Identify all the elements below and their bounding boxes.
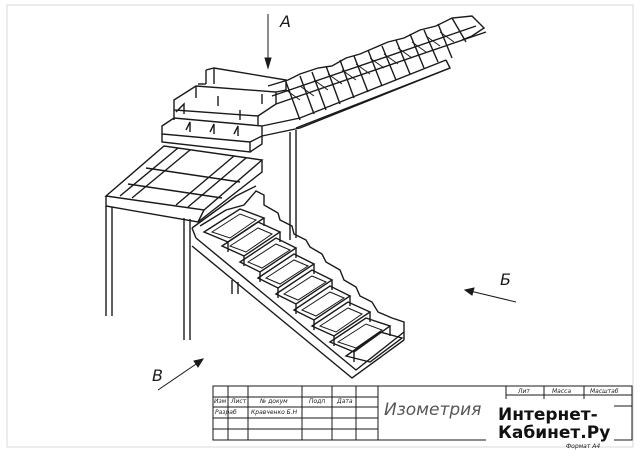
lower-flight <box>191 185 405 379</box>
tb-format-label: Формат А4 <box>566 443 601 450</box>
tb-header-data: Дата <box>337 398 353 405</box>
tb-drawing-title: Изометрия <box>384 400 482 420</box>
watermark-line-2: Кабинет.Ру <box>498 423 611 443</box>
tb-name: Кравченко Б.Н <box>251 409 298 416</box>
upper-flight <box>261 15 487 137</box>
landing <box>104 130 297 340</box>
lower-tread-frames <box>210 213 384 349</box>
view-arrow-b <box>463 287 517 303</box>
tb-header-doc: № докум <box>260 398 288 405</box>
view-label-a: А <box>280 12 291 31</box>
tb-header-list: Лист <box>231 398 247 405</box>
view-arrow-v <box>157 358 205 391</box>
watermark-line-1: Интернет- <box>498 405 598 425</box>
lower-treads <box>202 208 404 363</box>
tb-lit-header: Лит <box>518 388 530 395</box>
upper-box <box>161 67 287 153</box>
upper-treads <box>285 17 467 121</box>
upper-bracing <box>285 31 455 101</box>
lower-risers <box>227 218 391 362</box>
view-arrow-a <box>264 14 272 70</box>
sheet-frame <box>6 4 634 448</box>
view-label-v: В <box>152 366 163 385</box>
tb-role: Разраб <box>215 409 237 416</box>
view-label-b: Б <box>500 270 511 289</box>
tb-header-izm: Изм <box>214 398 227 405</box>
tb-mass-header: Масса <box>552 388 572 395</box>
tb-scale-header: Масштаб <box>590 388 619 395</box>
watermark-backdrop <box>486 399 614 443</box>
tb-header-podp: Подп <box>309 398 326 405</box>
landing-legs <box>105 206 239 340</box>
